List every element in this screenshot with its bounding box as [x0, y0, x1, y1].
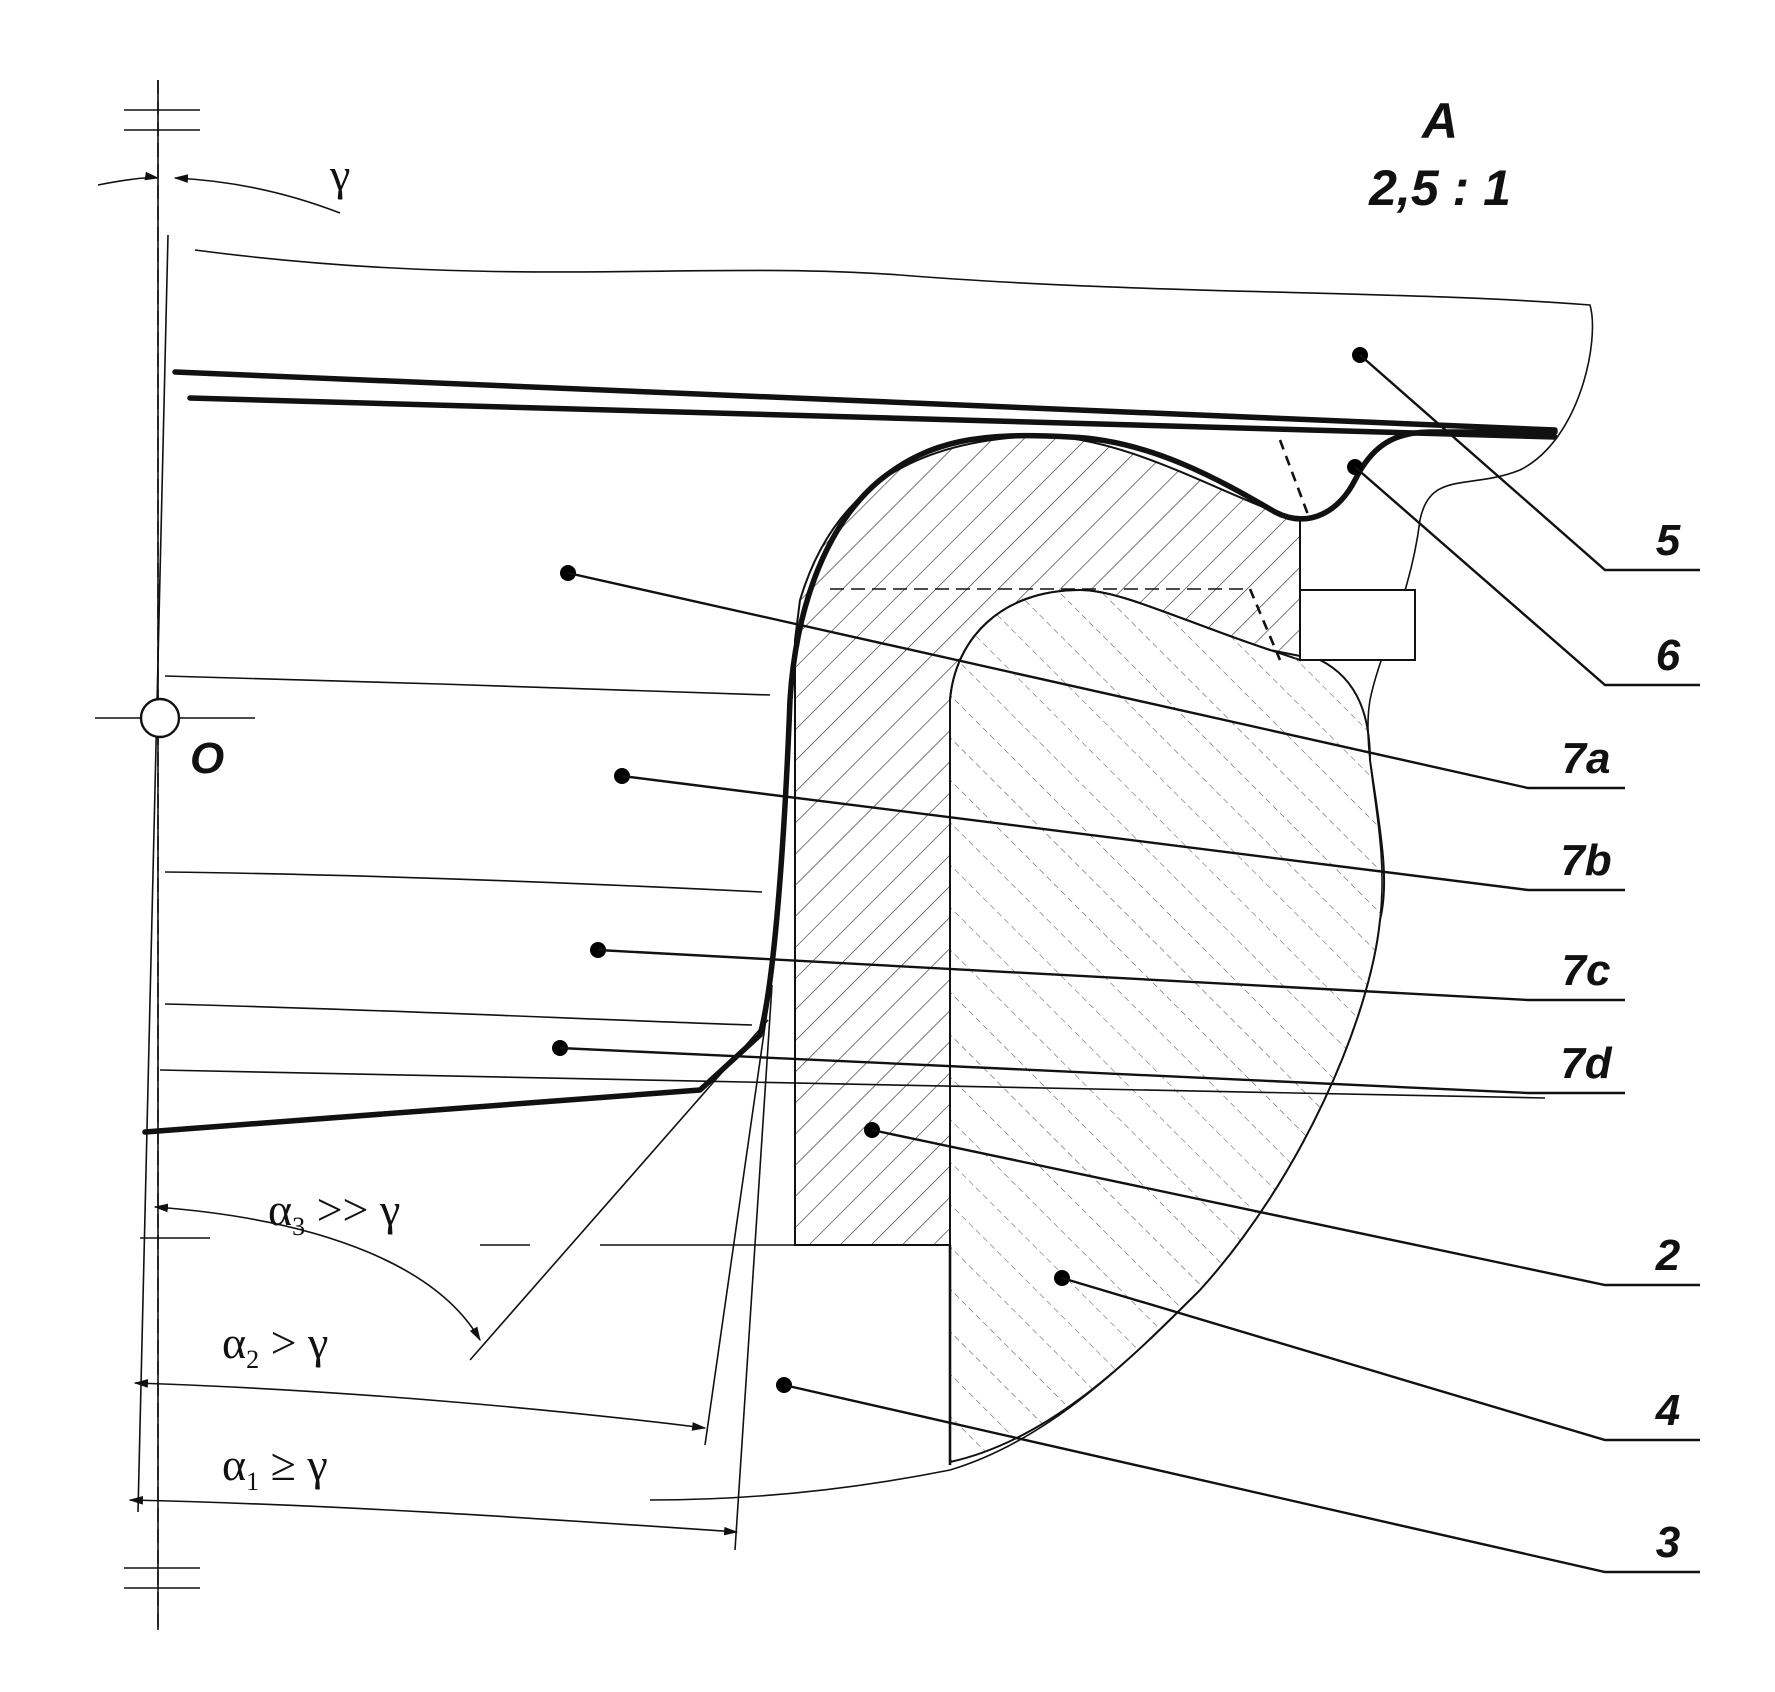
ref-label-7c: 7c [1562, 946, 1611, 995]
seal-lines-top [172, 369, 1558, 440]
bore-step [140, 1237, 952, 1465]
ref-label-7b: 7b [1560, 836, 1611, 885]
alpha1-dimension [128, 1495, 739, 1536]
ref-label-4: 4 [1655, 1386, 1680, 1435]
scale-label: 2,5 : 1 [1368, 160, 1511, 216]
alpha2-dimension [133, 1379, 707, 1431]
ref-label-7d: 7d [1560, 1039, 1612, 1088]
axis-line [124, 80, 200, 1630]
leader-2 [864, 1122, 1700, 1287]
ref-label-3: 3 [1656, 1518, 1680, 1567]
leader-4 [1054, 1270, 1700, 1442]
leader-5 [1352, 347, 1700, 572]
leader-7b [614, 768, 1625, 892]
seal-lip-contour [142, 429, 1558, 1135]
leader-7d [552, 1040, 1625, 1095]
origin-point [95, 697, 255, 739]
part-4-section [949, 588, 1386, 1464]
leader-6 [1347, 459, 1700, 687]
leader-3 [776, 1377, 1700, 1574]
part-6-groove [830, 439, 1416, 661]
angle-lines [469, 984, 773, 1551]
ref-label-6: 6 [1656, 631, 1681, 680]
alpha3-label: α3 >> γ [268, 1184, 400, 1241]
gamma-dimension [97, 171, 341, 214]
alpha3-dimension [153, 1203, 481, 1342]
ref-label-7a: 7a [1562, 734, 1611, 783]
alpha1-label: α1 ≥ γ [222, 1439, 328, 1496]
level-lines [159, 675, 1546, 1099]
leader-7c [590, 942, 1625, 1002]
ref-label-2: 2 [1655, 1231, 1681, 1280]
leader-7a [560, 565, 1625, 790]
origin-label: O [190, 734, 224, 783]
view-label: A [1420, 93, 1458, 149]
ref-label-5: 5 [1656, 516, 1681, 565]
alpha2-label: α2 > γ [222, 1317, 328, 1374]
gamma-label: γ [329, 149, 350, 200]
